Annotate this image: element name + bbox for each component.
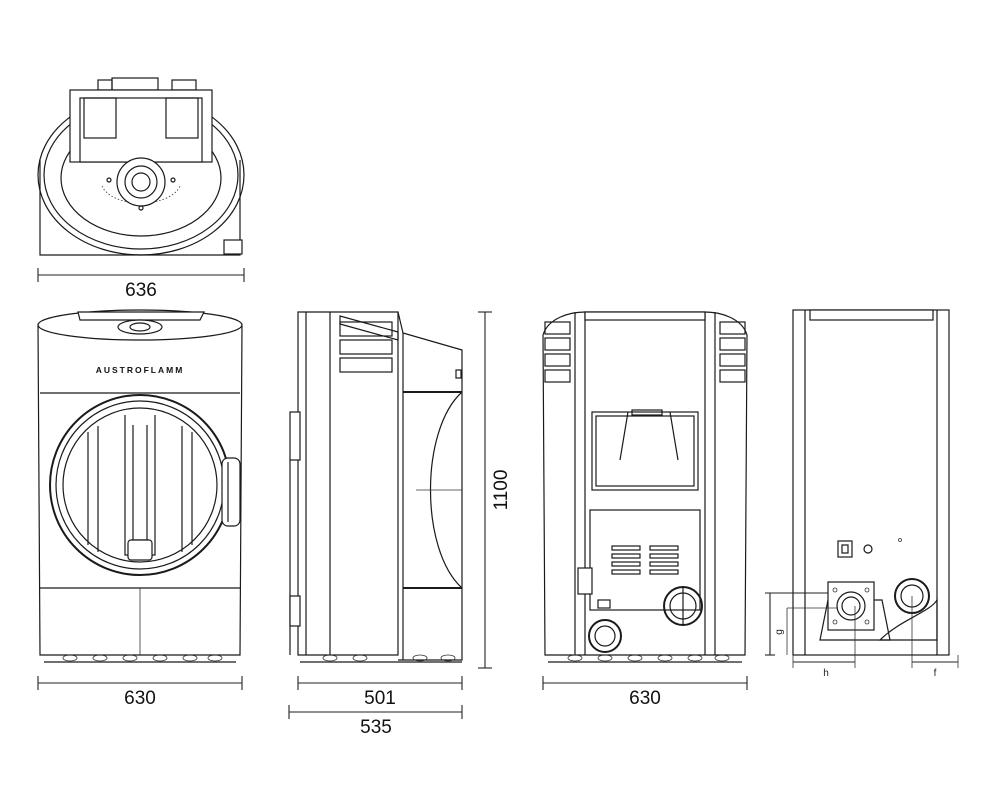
connection-detail-view: g h f: [765, 309, 959, 679]
top-view: 636: [37, 77, 245, 301]
label-f: f: [934, 668, 937, 679]
dimension-front-width: [37, 676, 243, 690]
front-width-label: 630: [124, 688, 156, 709]
dimension-rear-width: [542, 676, 748, 690]
dimension-g: [765, 592, 838, 656]
label-h: h: [823, 668, 829, 679]
top-width-label: 636: [125, 280, 157, 301]
dimension-side-depth-total: [288, 705, 463, 719]
side-depth-label: 501: [364, 688, 396, 709]
dimension-height: [478, 311, 492, 669]
dimension-f: [911, 596, 959, 668]
dimension-top-width: [37, 268, 245, 282]
rear-width-label: 630: [629, 688, 661, 709]
label-g: g: [774, 629, 785, 635]
dimension-h: [792, 606, 856, 668]
side-depth-total-label: 535: [360, 717, 392, 738]
side-view: 1100 501 535: [288, 311, 512, 738]
height-label: 1100: [491, 470, 512, 511]
rear-view: 630: [542, 311, 748, 709]
front-view: AUSTROFLAMM 630: [37, 309, 243, 709]
dimension-side-depth: [297, 676, 463, 690]
brand-label: AUSTROFLAMM: [96, 365, 185, 375]
